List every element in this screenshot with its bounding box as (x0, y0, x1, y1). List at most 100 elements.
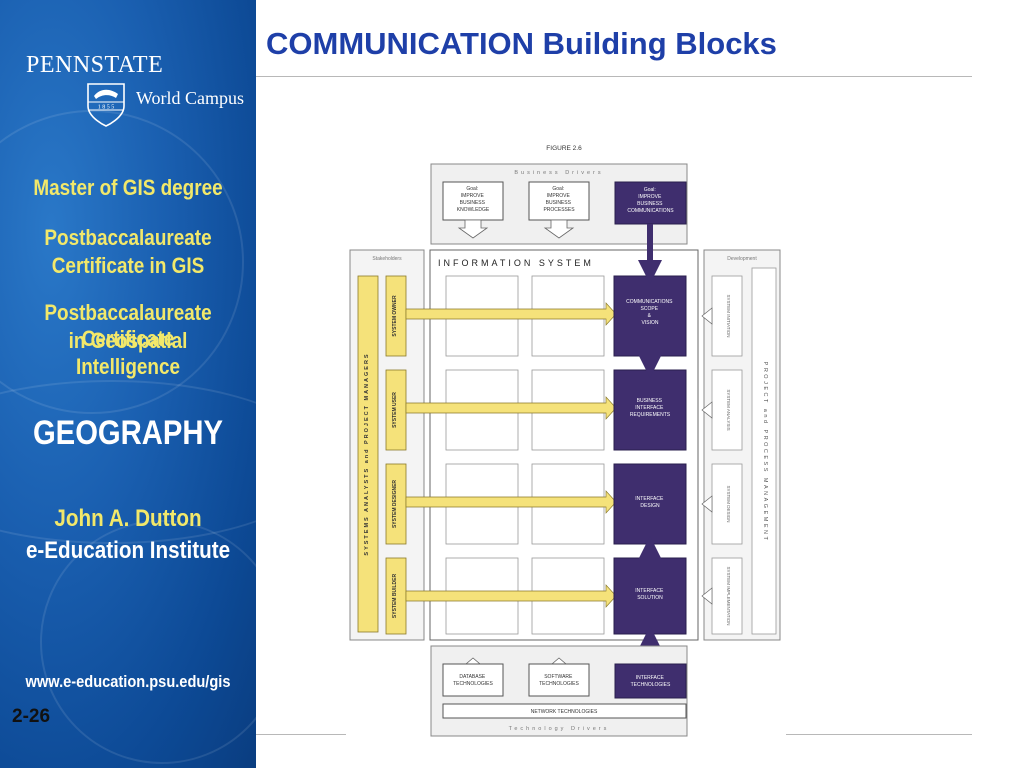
goal-line: IMPROVE (461, 193, 485, 199)
goal-line: BUSINESS (546, 200, 572, 206)
shield-year: 1 8 5 5 (98, 105, 115, 111)
left-arrow-icon (701, 401, 713, 419)
block-line: VISION (642, 320, 659, 326)
tech-block-interface: INTERFACE TECHNOLOGIES (614, 663, 687, 699)
department-name: GEOGRAPHY (32, 414, 224, 452)
svg-text:Goal: IMPROVE BUSI: Goal: IMPROVE BUSINESS PROCESSES (543, 186, 575, 213)
footer-divider-right (782, 734, 972, 735)
row-system-owner: SYSTEM OWNER COMMUNICATIONS SCOPE & VISI… (385, 275, 743, 357)
stakeholders-label: Stakeholders (372, 256, 402, 262)
phase-block (711, 463, 743, 545)
block-line: REQUIREMENTS (630, 412, 671, 418)
goal-block-communications: Goal: IMPROVE BUSINESS COMMUNICATIONS (614, 181, 687, 225)
program-cert-gis-line1: Postbaccalaureate (44, 225, 212, 250)
campus-name: World Campus (136, 88, 245, 108)
network-technologies-bar (442, 703, 687, 719)
goal-block-processes: Goal: IMPROVE BUSINESS PROCESSES (528, 181, 590, 239)
left-arrow-icon (701, 587, 713, 605)
goal-line: IMPROVE (547, 193, 571, 199)
phase-label: SYSTEM IMPLEMENTATION (726, 566, 731, 625)
tech-line: TECHNOLOGIES (453, 681, 493, 687)
website-url: www.e-education.psu.edu/gis (25, 672, 231, 691)
purple-block (613, 369, 687, 451)
tech-line: DATABASE (459, 674, 486, 680)
svg-text:DATABASE TECHNOLOGIES: DATABASE TECHNOLOGIES (453, 674, 493, 687)
systems-analysts-label: SYSTEMS ANALYSTS and PROJECT MANAGERS (364, 352, 370, 555)
role-label: SYSTEM USER (392, 392, 398, 428)
phase-block (711, 369, 743, 451)
sidebar-panel: PENNSTATE 1 8 5 5 World Campus Master of… (0, 0, 256, 768)
row-system-designer: SYSTEM DESIGNER INTERFACE DESIGN SYSTEM … (385, 463, 743, 545)
goal-line: COMMUNICATIONS (627, 208, 674, 214)
tech-line: SOFTWARE (544, 674, 573, 680)
program-gis-masters: Master of GIS degree (33, 175, 223, 200)
yellow-arrow-icon (405, 396, 617, 420)
svg-text:INTERFACE DESIGN: INTERFACE DESIGN (635, 496, 664, 509)
left-arrow-icon (701, 495, 713, 513)
network-technologies-label: NETWORK TECHNOLOGIES (531, 709, 598, 715)
phase-label: SYSTEM INITIATION (726, 295, 731, 338)
nittany-lion-shield-icon: 1 8 5 5 (87, 83, 125, 127)
tech-line: TECHNOLOGIES (631, 682, 671, 688)
block-line: & (648, 313, 652, 319)
block-line: INTERFACE (635, 405, 664, 411)
business-drivers-label: Business Drivers (514, 170, 603, 176)
communication-building-blocks-diagram: FIGURE 2.6 Business Drivers Goal: IMPROV… (346, 140, 786, 740)
phase-label: SYSTEM ANALYSIS (726, 389, 731, 430)
svg-text:SOFTWARE TECHNOLOGIES: SOFTWARE TECHNOLOGIES (539, 674, 579, 687)
goal-line: BUSINESS (460, 200, 486, 206)
block-line: INTERFACE (635, 496, 664, 502)
svg-text:Goal: IMPROVE BUSI: Goal: IMPROVE BUSINESS KNOWLEDGE (457, 186, 490, 213)
tech-block-software: SOFTWARE TECHNOLOGIES (528, 657, 590, 697)
phase-block (711, 275, 743, 357)
yellow-arrow-icon (405, 584, 617, 608)
block-line: COMMUNICATIONS (626, 299, 673, 305)
goal-line: IMPROVE (638, 194, 662, 200)
program-cert-geoint-line2: in Geospatial Intelligence (68, 328, 188, 379)
svg-text:BUSINESS INTERFACE: BUSINESS INTERFACE REQUIREMENTS (630, 398, 671, 418)
institute-line2: e-Education Institute (25, 537, 231, 564)
role-label: SYSTEM OWNER (392, 295, 398, 337)
figure-caption: FIGURE 2.6 (546, 145, 582, 152)
left-arrow-icon (701, 307, 713, 325)
goal-line: PROCESSES (543, 207, 575, 213)
goal-line: Goal: (466, 186, 478, 192)
pennstate-logo: PENNSTATE (26, 52, 164, 78)
svg-text:INTERFACE SOLUTION: INTERFACE SOLUTION (635, 588, 664, 601)
block-line: INTERFACE (635, 588, 664, 594)
tech-block-database: DATABASE TECHNOLOGIES (442, 657, 504, 697)
goal-block-knowledge: Goal: IMPROVE BUSINESS KNOWLEDGE (442, 181, 504, 239)
institute-line1: John A. Dutton (54, 505, 202, 532)
tech-line: INTERFACE (636, 675, 665, 681)
goal-line: KNOWLEDGE (457, 207, 490, 213)
down-arrow-icon (457, 219, 489, 239)
program-cert-gis-line2: Certificate in GIS (51, 253, 205, 278)
information-system-label: INFORMATION SYSTEM (438, 258, 594, 268)
goal-line: BUSINESS (637, 201, 663, 207)
project-management-label: PROJECT and PROCESS MANAGEMENT (762, 362, 768, 543)
yellow-arrow-icon (405, 490, 617, 514)
svg-text:COMMUNICATIONS SCOPE: COMMUNICATIONS SCOPE & VISION (626, 299, 674, 326)
footer-divider-left (256, 734, 350, 735)
block-line: SOLUTION (637, 595, 663, 601)
decorative-swirl (0, 380, 256, 544)
svg-text:Goal: IMPROVE BUSI: Goal: IMPROVE BUSINESS COMMUNICATIONS (627, 187, 674, 214)
systems-analysts-bar (357, 275, 379, 633)
phase-label: SYSTEM DESIGN (726, 485, 731, 522)
project-management-bar (751, 267, 777, 635)
down-arrow-icon (543, 219, 575, 239)
goal-line: Goal: (644, 187, 656, 193)
technology-drivers-label: Technology Drivers (509, 726, 610, 732)
program-cert-geoint-line1: Postbaccalaureate Certificate (44, 300, 212, 351)
yellow-arrow-icon (405, 302, 617, 326)
title-divider (256, 76, 972, 77)
row-system-user: SYSTEM USER BUSINESS INTERFACE REQUIREME… (385, 369, 743, 451)
role-label: SYSTEM BUILDER (392, 574, 398, 619)
development-label: Development (727, 256, 757, 262)
goal-line: Goal: (552, 186, 564, 192)
slide-title: COMMUNICATION Building Blocks (266, 26, 777, 61)
tech-line: TECHNOLOGIES (539, 681, 579, 687)
slide-number: 2-26 (12, 706, 51, 727)
block-line: BUSINESS (637, 398, 663, 404)
role-label: SYSTEM DESIGNER (392, 480, 398, 528)
